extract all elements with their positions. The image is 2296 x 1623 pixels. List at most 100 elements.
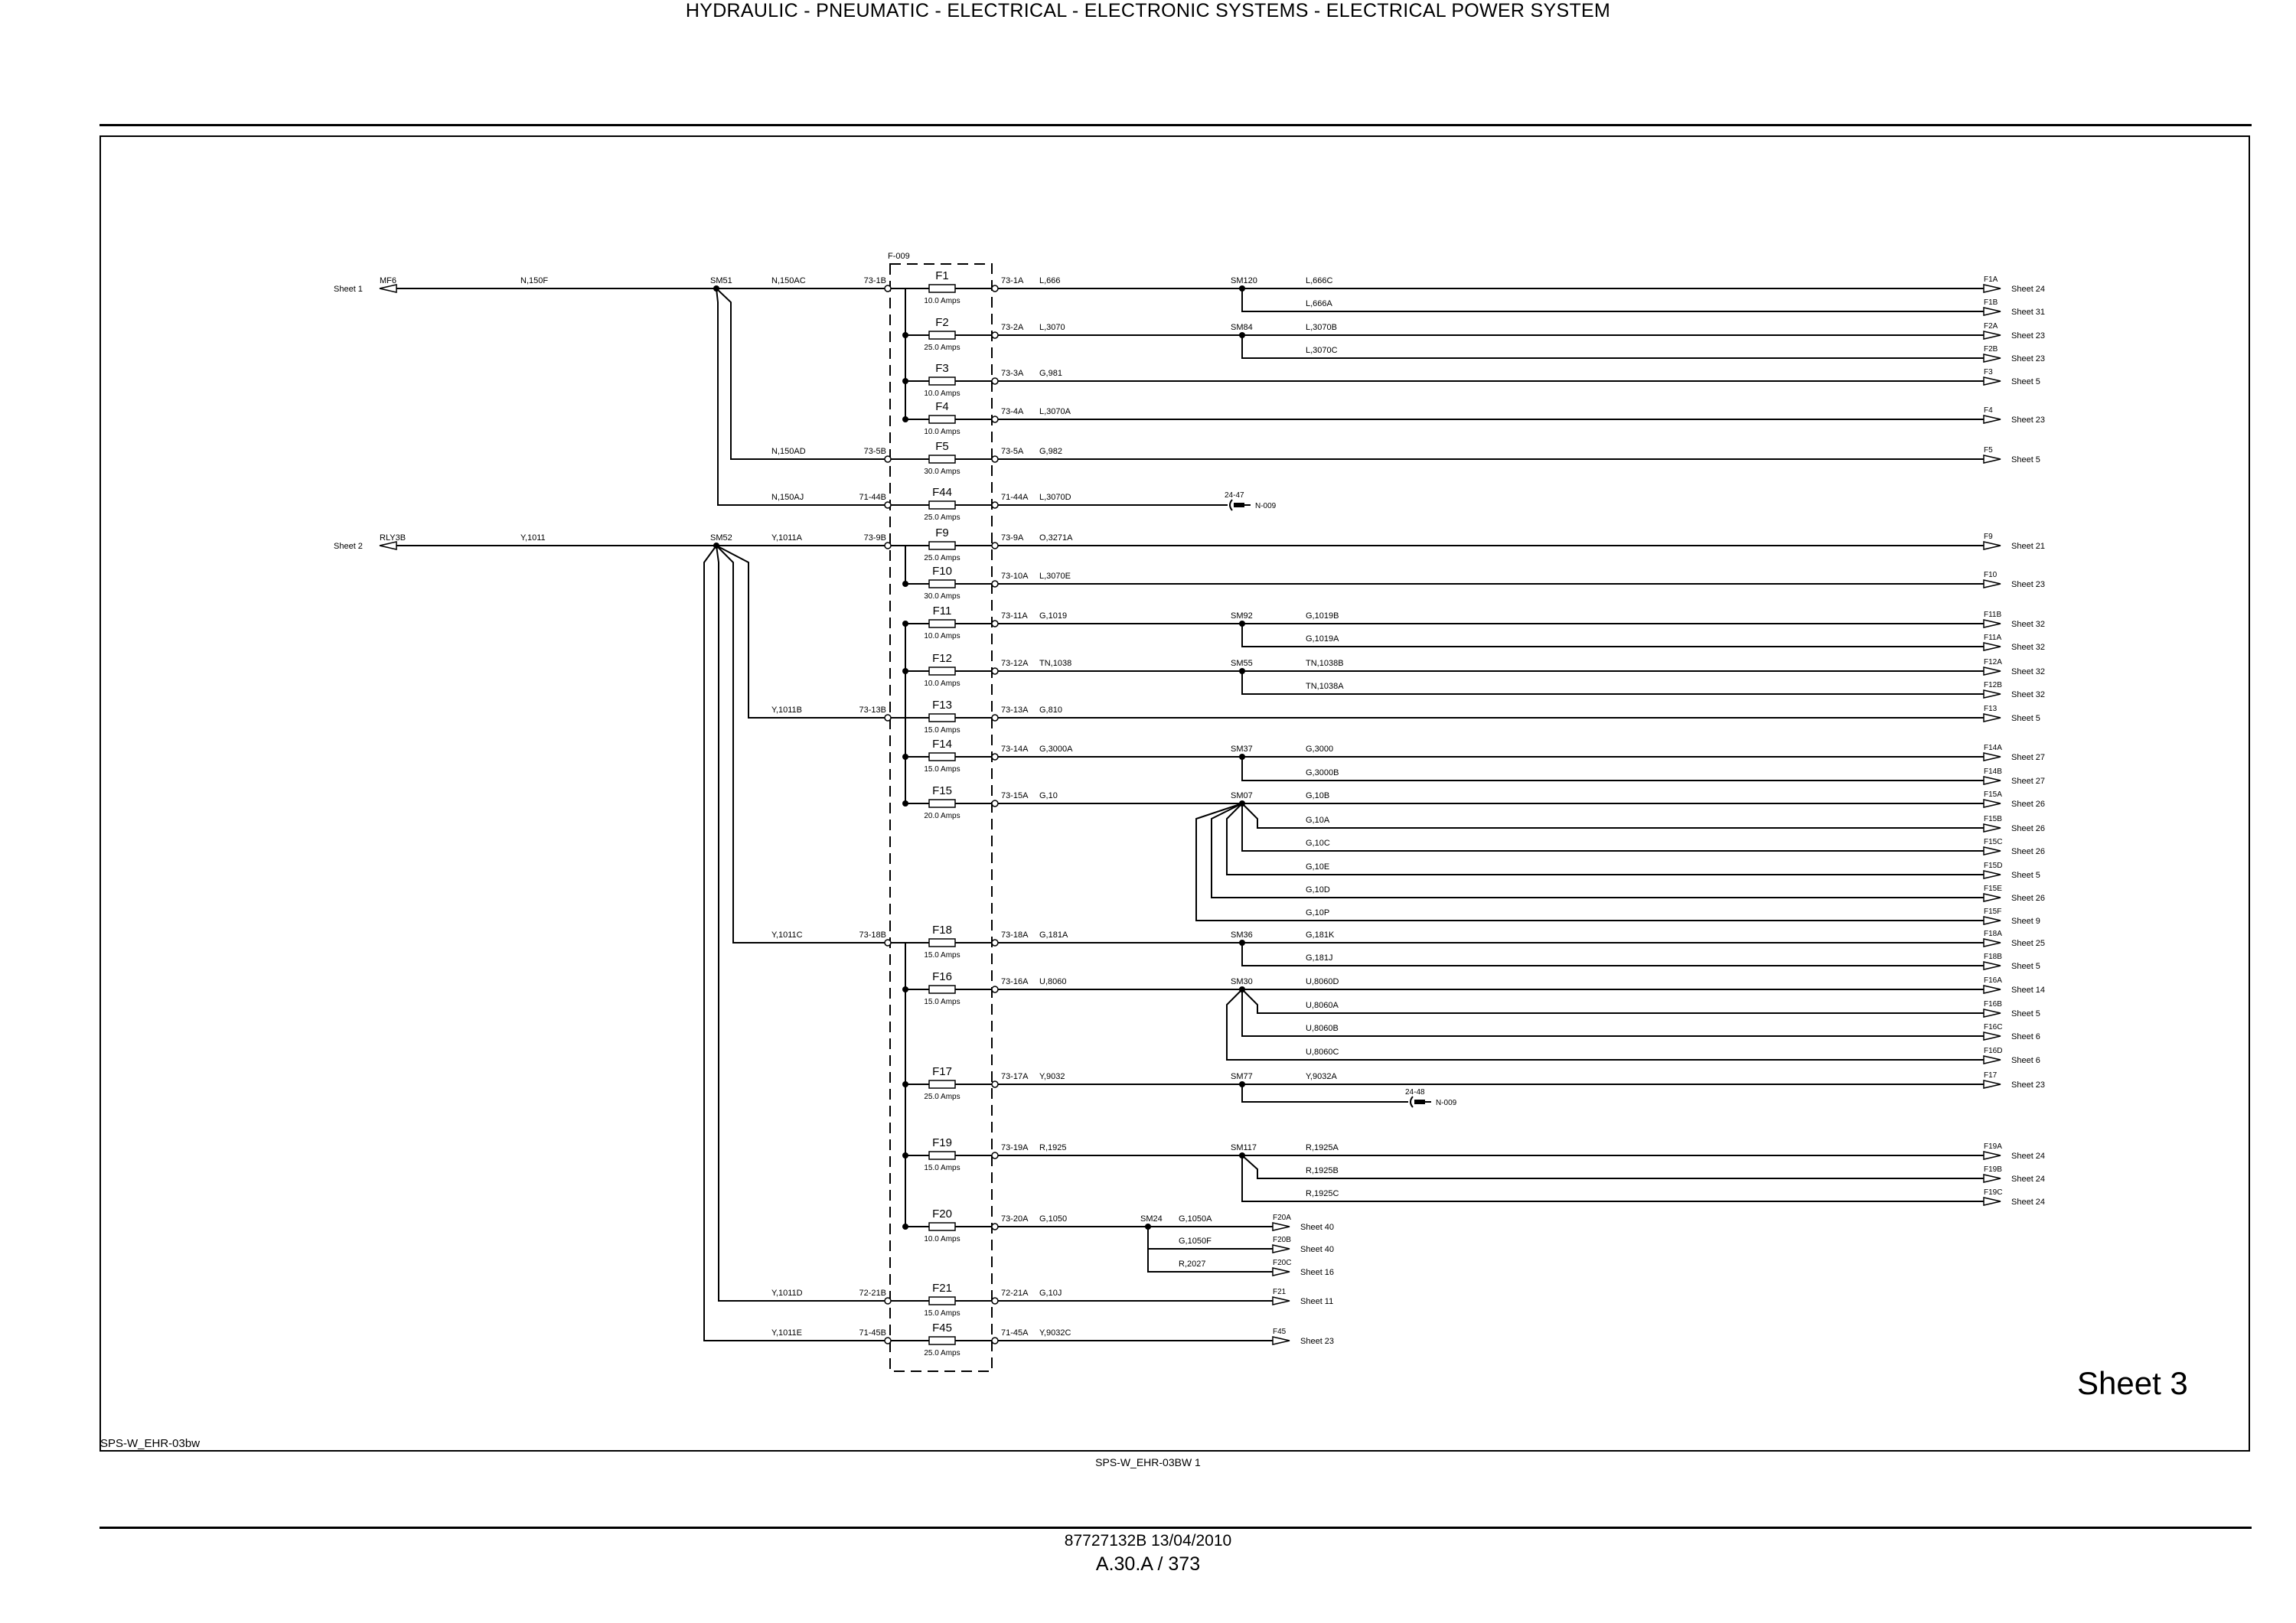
connector-icon bbox=[1410, 1096, 1414, 1108]
fuse-out-terminal: 73-1A bbox=[1001, 276, 1024, 285]
fuse-out-wire: R,1925 bbox=[1039, 1143, 1066, 1152]
output-ref: F14B bbox=[1984, 768, 2002, 776]
output-sheet-ref: Sheet 25 bbox=[2011, 939, 2045, 948]
fuse-icon bbox=[928, 455, 956, 464]
fuse-icon bbox=[928, 376, 956, 386]
footer-code: 87727132B 13/04/2010 bbox=[1064, 1532, 1232, 1550]
output-sheet-ref: Sheet 5 bbox=[2011, 1009, 2040, 1018]
fuse-name: F4 bbox=[935, 400, 949, 413]
feed-wire bbox=[716, 288, 888, 506]
output-sheet-ref: Sheet 24 bbox=[2011, 285, 2045, 294]
source-sheet-ref: Sheet 1 bbox=[334, 285, 363, 294]
fuse-out-terminal: 73-16A bbox=[1001, 977, 1029, 986]
fuse-name: F11 bbox=[933, 605, 952, 618]
output-wire-label: U,8060D bbox=[1306, 977, 1339, 986]
connector-name: N-009 bbox=[1255, 502, 1277, 510]
output-ref: F45 bbox=[1273, 1328, 1287, 1336]
branch-wire bbox=[1241, 335, 1984, 359]
splice-label: SM92 bbox=[1231, 611, 1253, 621]
terminal-circle bbox=[991, 285, 999, 292]
arrow-in-icon bbox=[379, 541, 397, 550]
arrow-out-icon bbox=[1983, 1080, 2001, 1089]
fuse-rating: 30.0 Amps bbox=[924, 592, 960, 601]
output-sheet-ref: Sheet 32 bbox=[2011, 690, 2045, 699]
arrow-out-icon bbox=[1983, 666, 2001, 676]
output-ref: F11A bbox=[1984, 634, 2001, 642]
fuse-out-terminal: 73-15A bbox=[1001, 791, 1029, 800]
fuse-in-terminal: 73-13B bbox=[859, 706, 886, 715]
output-ref: F15D bbox=[1984, 862, 2002, 870]
arrow-out-icon bbox=[1983, 689, 2001, 699]
fuse-icon bbox=[928, 284, 956, 293]
fuse-out-wire: G,810 bbox=[1039, 706, 1062, 715]
output-sheet-ref: Sheet 9 bbox=[2011, 917, 2040, 926]
output-wire-label: G,1050A bbox=[1179, 1214, 1212, 1224]
splice-label: SM52 bbox=[710, 533, 732, 543]
page-title: HYDRAULIC - PNEUMATIC - ELECTRICAL - ELE… bbox=[685, 0, 1611, 21]
output-sheet-ref: Sheet 27 bbox=[2011, 777, 2045, 786]
output-sheet-ref: Sheet 23 bbox=[2011, 1080, 2045, 1090]
fuse-module-label: F-009 bbox=[888, 252, 910, 261]
fuse-out-wire: L,3070A bbox=[1039, 407, 1071, 416]
output-sheet-ref: Sheet 5 bbox=[2011, 962, 2040, 971]
output-ref: F2B bbox=[1984, 345, 1998, 354]
terminal-circle bbox=[991, 986, 999, 993]
feed-wire-label: Y,1011C bbox=[771, 930, 803, 940]
fuse-icon bbox=[928, 579, 956, 588]
terminal-circle bbox=[991, 455, 999, 463]
fuse-name: F1 bbox=[935, 269, 949, 282]
branch-wire bbox=[1241, 989, 1984, 1014]
terminal-circle bbox=[991, 377, 999, 385]
fuse-name: F19 bbox=[932, 1136, 952, 1149]
terminal-circle bbox=[991, 753, 999, 761]
fuse-name: F45 bbox=[932, 1322, 952, 1335]
terminal-circle bbox=[991, 714, 999, 722]
splice-label: SM24 bbox=[1140, 1214, 1163, 1224]
arrow-in-icon bbox=[379, 284, 397, 293]
fuse-icon bbox=[928, 1336, 956, 1345]
output-sheet-ref: Sheet 11 bbox=[1300, 1297, 1333, 1306]
splice-label: SM84 bbox=[1231, 323, 1253, 332]
output-sheet-ref: Sheet 24 bbox=[2011, 1152, 2045, 1161]
output-ref: F20C bbox=[1273, 1259, 1291, 1267]
fuse-name: F21 bbox=[932, 1282, 952, 1295]
feed-wire bbox=[716, 288, 888, 460]
output-wire-label: G,3000B bbox=[1306, 768, 1339, 777]
terminal-circle bbox=[884, 714, 892, 722]
output-ref: F14A bbox=[1984, 744, 2002, 752]
output-sheet-ref: Sheet 40 bbox=[1300, 1223, 1334, 1232]
arrow-out-icon bbox=[1272, 1244, 1290, 1253]
drawing-frame bbox=[99, 135, 2250, 1452]
arrow-out-icon bbox=[1983, 1055, 2001, 1064]
output-ref: F1B bbox=[1984, 298, 1998, 307]
arrow-out-icon bbox=[1983, 354, 2001, 363]
output-ref: F18A bbox=[1984, 930, 2002, 938]
output-sheet-ref: Sheet 16 bbox=[1300, 1268, 1334, 1277]
fuse-rating: 15.0 Amps bbox=[924, 998, 960, 1006]
fuse-icon bbox=[928, 415, 956, 424]
output-sheet-ref: Sheet 32 bbox=[2011, 643, 2045, 652]
output-wire-label: G,1050F bbox=[1179, 1237, 1212, 1246]
output-ref: F19C bbox=[1984, 1188, 2002, 1197]
output-ref: F20A bbox=[1273, 1214, 1291, 1222]
header-rule bbox=[99, 124, 2252, 126]
fuse-out-wire: TN,1038 bbox=[1039, 659, 1071, 668]
output-sheet-ref: Sheet 40 bbox=[1300, 1245, 1334, 1254]
fuse-out-terminal: 73-18A bbox=[1001, 930, 1029, 940]
terminal-circle bbox=[991, 1152, 999, 1159]
fuse-rating: 10.0 Amps bbox=[924, 297, 960, 305]
output-ref: F13 bbox=[1984, 705, 1998, 713]
output-sheet-ref: Sheet 5 bbox=[2011, 714, 2040, 723]
terminal-circle bbox=[884, 542, 892, 549]
output-wire-label: Y,9032A bbox=[1306, 1072, 1337, 1081]
output-wire-label: R,1925A bbox=[1306, 1143, 1339, 1152]
terminal-circle bbox=[991, 939, 999, 947]
output-ref: F5 bbox=[1984, 446, 1993, 455]
output-ref: F18B bbox=[1984, 953, 2002, 961]
fuse-out-wire: U,8060 bbox=[1039, 977, 1066, 986]
output-wire-label: L,3070B bbox=[1306, 323, 1337, 332]
fuse-out-terminal: 73-2A bbox=[1001, 323, 1024, 332]
output-wire-label: G,10B bbox=[1306, 791, 1329, 800]
fuse-name: F10 bbox=[932, 565, 952, 578]
branch-wire bbox=[1241, 671, 1984, 695]
